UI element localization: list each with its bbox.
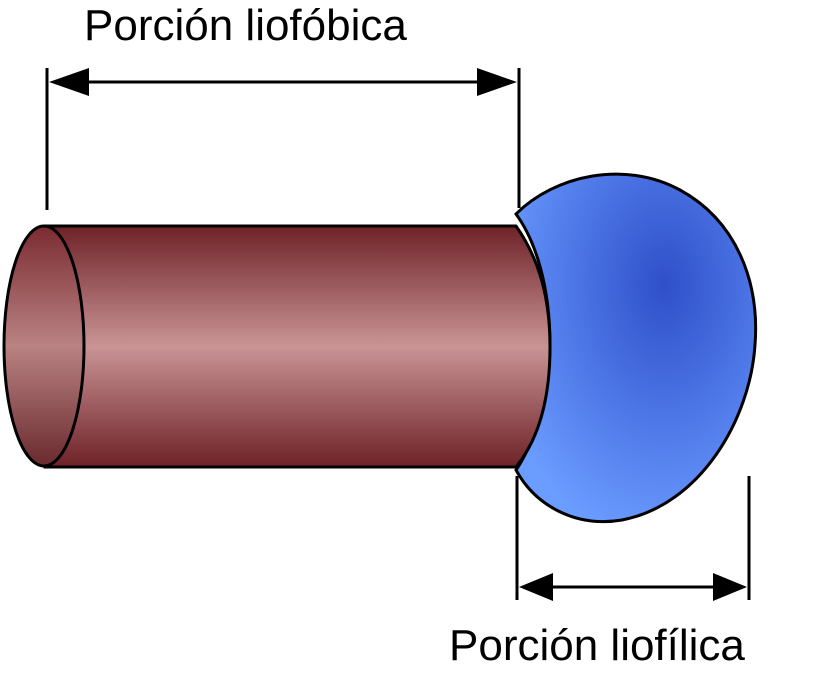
left-arrowhead bbox=[519, 573, 553, 601]
left-arrowhead bbox=[49, 68, 89, 96]
liophobic-label: Porción liofóbica bbox=[84, 1, 407, 50]
right-arrowhead bbox=[477, 68, 517, 96]
liophobic-dimension bbox=[45, 68, 521, 210]
tail-end-cap bbox=[2, 224, 86, 468]
right-arrowhead bbox=[713, 573, 747, 601]
liophobic-tail bbox=[43, 224, 552, 469]
liophilic-head bbox=[514, 172, 758, 524]
liophilic-dimension bbox=[515, 476, 751, 601]
liophilic-label: Porción liofílica bbox=[449, 621, 745, 670]
